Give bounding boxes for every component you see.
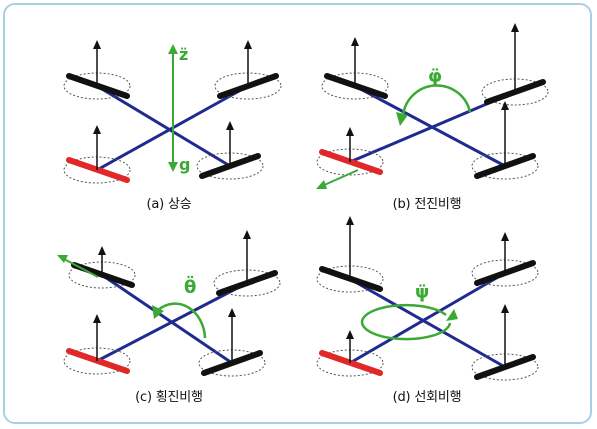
- quadcopter-diagram-a: z̈ g: [63, 40, 282, 184]
- rotor-front-right: [213, 230, 281, 297]
- caption-b: (b) 전진비행: [392, 197, 462, 212]
- pitch-rotation-arrow: [396, 84, 472, 126]
- forward-motion-arrow: [316, 169, 359, 189]
- rotor-rear-right: [196, 121, 264, 180]
- rotor-rear-right: [471, 101, 539, 180]
- gravity-label: g: [179, 155, 190, 174]
- rotor-front-left: [316, 216, 384, 293]
- lateral-motion-arrow: [57, 255, 99, 278]
- quadcopter-diagram-c: θ̈: [57, 230, 281, 377]
- z-double-dot-label: z̈: [179, 45, 188, 64]
- panel-b-forward: φ̈ (b) 전진비행: [300, 20, 554, 215]
- rotor-front-right: [481, 23, 549, 106]
- caption-d: (d) 선회비행: [392, 390, 462, 405]
- caption-a: (a) 상승: [146, 197, 192, 212]
- quadcopter-diagram-d: ψ̈: [316, 216, 539, 381]
- caption-c: (c) 횡진비행: [135, 390, 203, 405]
- rotor-rear-left: [316, 127, 384, 176]
- panel-c-lateral: θ̈ (c) 횡진비행: [42, 213, 296, 408]
- phi-double-dot-label: φ̈: [428, 66, 442, 87]
- rotor-front-right: [214, 40, 282, 100]
- rotor-rear-right: [471, 304, 539, 381]
- yaw-rotation-arrow: [360, 303, 458, 341]
- panel-a-climb: z̈ g (a) 상승: [42, 20, 296, 215]
- rotor-front-right: [471, 232, 539, 287]
- panel-d-yaw: ψ̈ (d) 선회비행: [300, 213, 554, 408]
- vertical-acceleration-arrow: [168, 44, 178, 172]
- rotor-rear-left: [63, 314, 131, 375]
- theta-double-dot-label: θ̈: [184, 275, 196, 298]
- rotor-rear-right: [198, 308, 266, 377]
- rotor-rear-left: [63, 125, 131, 184]
- roll-rotation-arrow: [152, 302, 207, 339]
- psi-double-dot-label: ψ̈: [415, 282, 429, 303]
- quadcopter-diagram-b: φ̈: [316, 23, 549, 189]
- rotor-rear-left: [316, 330, 384, 377]
- rotor-front-left: [321, 37, 389, 100]
- rotor-front-left: [63, 40, 131, 100]
